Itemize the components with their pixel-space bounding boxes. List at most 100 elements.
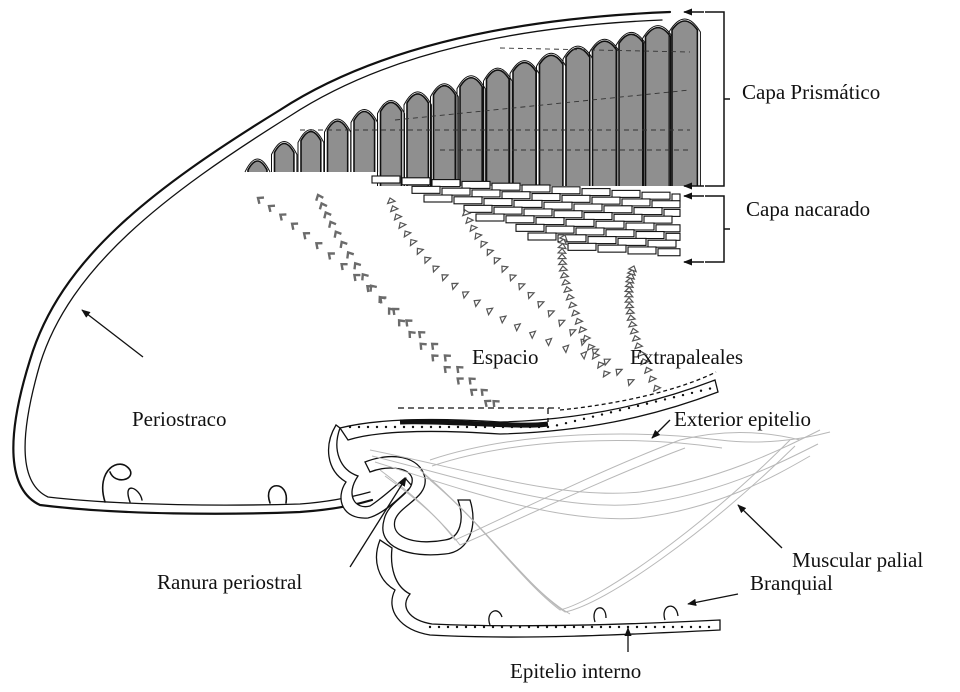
secretion-chevron (371, 286, 377, 292)
nacre-tablet (636, 232, 664, 239)
prism-column (540, 55, 563, 186)
cell-nucleus (403, 426, 405, 428)
nacre-tablet (454, 197, 482, 204)
prism-column (434, 86, 456, 186)
nacre-tablet (618, 238, 646, 245)
secretion-chevron (463, 292, 469, 298)
nacre-tablet (516, 224, 544, 231)
secretion-chevron (395, 214, 402, 220)
label-periostracal-groove: Ranura periostral (157, 570, 302, 594)
secretion-chevron (570, 330, 576, 336)
prism-column (328, 121, 348, 172)
cell-nucleus (699, 626, 701, 628)
cell-nucleus (385, 426, 387, 428)
secretion-chevron (625, 287, 633, 292)
nacreous-layer (372, 176, 680, 256)
nacre-tablet (582, 189, 610, 196)
secretion-chevron (628, 380, 634, 386)
secretion-chevron (558, 249, 566, 254)
nacre-tablet (528, 233, 556, 240)
secretion-chevron (559, 260, 567, 265)
secretion-chevron (342, 264, 348, 270)
label-extrapallial-space-1: Espacio (472, 345, 538, 369)
cell-nucleus (412, 426, 414, 428)
secretion-chevron (502, 266, 508, 272)
secretion-chevron (442, 275, 448, 281)
nacre-tablet (484, 199, 512, 206)
secretion-chevron (404, 231, 411, 237)
secretion-chevron (485, 401, 491, 407)
nacre-tablet (524, 209, 552, 216)
cell-nucleus (600, 626, 602, 628)
label-pallial-muscle: Muscular palial (792, 548, 923, 572)
cell-nucleus (546, 626, 548, 628)
secretion-chevron (564, 287, 572, 292)
secretion-chevron (432, 344, 438, 350)
cell-nucleus (691, 392, 693, 394)
nacre-tablet (536, 218, 564, 225)
cell-nucleus (583, 418, 585, 420)
secretion-chevron (470, 379, 476, 385)
secretion-chevron (494, 258, 500, 264)
secretion-chevron (258, 198, 264, 204)
cell-nucleus (358, 426, 360, 428)
nacre-tablet (626, 223, 654, 230)
label-extrapallial-space-2: Extrapaleales (630, 345, 743, 369)
cell-nucleus (483, 626, 485, 628)
secretion-chevron (633, 336, 640, 341)
nacre-tablet (506, 216, 534, 223)
cell-nucleus (564, 626, 566, 628)
nacre-tablet (554, 211, 582, 218)
secretion-chevron (452, 283, 458, 289)
nacre-tablet (502, 192, 530, 199)
secretion-chevron (563, 345, 569, 352)
secretion-chevron (475, 233, 482, 239)
cell-nucleus (655, 400, 657, 402)
cell-nucleus (492, 626, 494, 628)
nacre-tablet (576, 228, 604, 235)
prism-column (381, 102, 402, 186)
prism-column (407, 94, 428, 186)
cell-nucleus (528, 626, 530, 628)
secretion-chevron (626, 303, 634, 308)
label-periostracum: Periostraco (132, 407, 226, 431)
prism-column (460, 78, 482, 186)
label-inner-epithelium: Epitelio interno (510, 659, 641, 683)
secretion-chevron (561, 273, 569, 278)
nacre-tablet (546, 226, 574, 233)
secretion-chevron (347, 253, 354, 259)
secretion-chevron (316, 195, 323, 201)
cell-nucleus (708, 626, 710, 628)
nacre-tablet (472, 190, 500, 197)
cell-nucleus (682, 394, 684, 396)
cell-nucleus (484, 426, 486, 428)
secretion-chevron (362, 274, 368, 280)
secretion-chevron (603, 371, 610, 377)
cell-nucleus (448, 426, 450, 428)
secretion-chevron (515, 324, 521, 331)
label-gill: Branquial (750, 571, 833, 595)
prism-column (513, 63, 536, 186)
cell-nucleus (690, 626, 692, 628)
secretion-chevron (324, 213, 331, 219)
secretion-chevron (391, 206, 398, 212)
cell-nucleus (645, 626, 647, 628)
cell-nucleus (447, 626, 449, 628)
nacre-tablet (372, 176, 400, 183)
secretion-chevron (510, 275, 516, 281)
secretion-chevron (562, 280, 570, 285)
secretion-chevron (320, 204, 327, 210)
secretion-chevron (627, 315, 635, 320)
secretion-chevron (335, 232, 342, 238)
nacre-tablet (584, 213, 612, 220)
cell-nucleus (573, 626, 575, 628)
nacre-tablet (604, 206, 632, 213)
secretion-chevron (406, 321, 412, 327)
cell-nucleus (529, 426, 531, 428)
nacre-tablet (514, 200, 542, 207)
nacre-tablet (544, 202, 572, 209)
cell-nucleus (574, 420, 576, 422)
cell-nucleus (376, 426, 378, 428)
secretion-chevron (433, 356, 439, 362)
secretion-chevron (569, 302, 576, 308)
